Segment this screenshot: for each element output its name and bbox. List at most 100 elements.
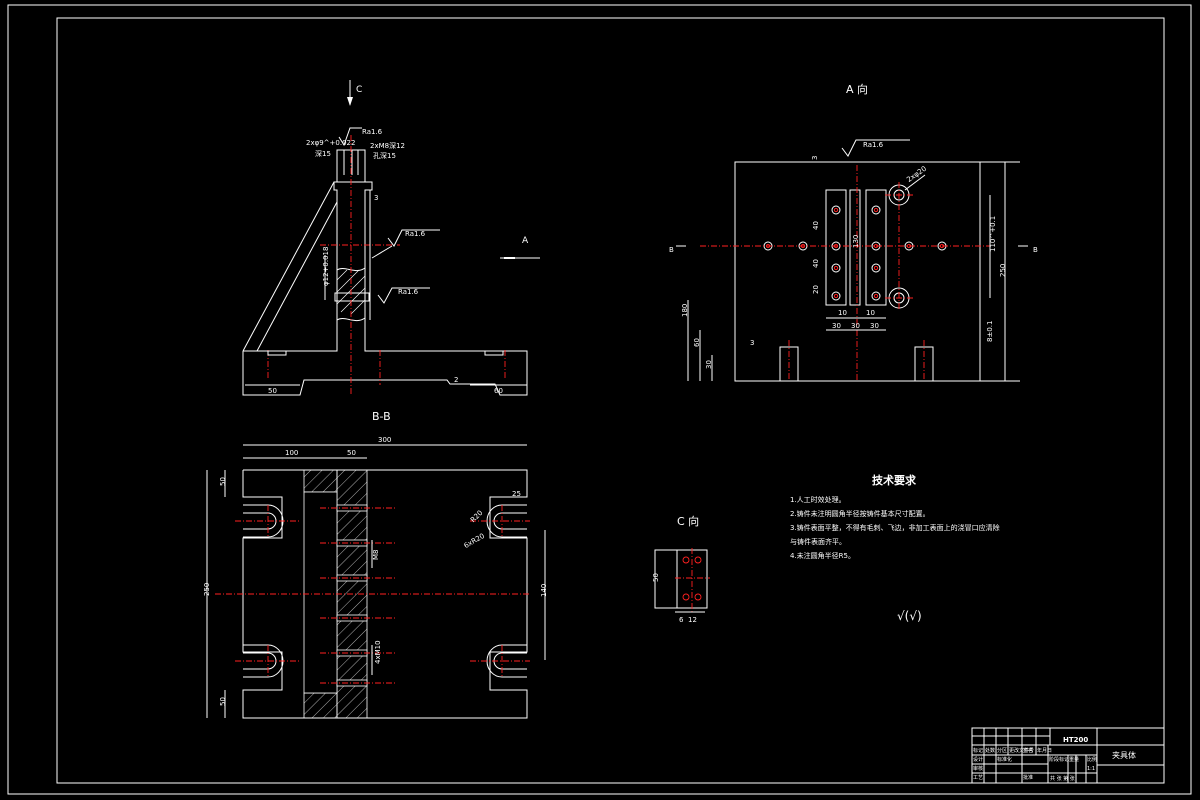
note-top: 2xφ9^+0.022 [306,139,355,147]
a-view-hole-center [873,207,879,213]
tb-c16: 共 张 第 张 [1050,775,1075,782]
tb-name: 夹具体 [1112,750,1136,760]
a-view-hole-center [833,265,839,271]
dim-140: 140 [540,584,548,597]
dim-50: 50 [347,449,356,457]
dim-60: 60 [693,338,701,347]
tb-c10: 工艺 [973,775,983,781]
dim-8: 8±0.1 [986,321,994,342]
tb-c2: 处数 [985,747,995,754]
dim-30: 30 [705,360,713,369]
tech-item-3: 3.铸件表面平整，不得有毛刺、飞边，非加工表面上的浇冒口应清除 [790,523,1000,532]
c-dim-6: 6 [679,616,684,624]
a-view-hole [831,205,841,215]
bb-slot [336,539,368,547]
dim-3-top: 3 [811,156,819,160]
a-view-hole [871,291,881,301]
c-view: C 向 50 6 12 [652,514,710,624]
tb-c8: 标准化 [997,756,1012,763]
rough-symbol: √(√) [897,609,922,623]
tb-c6: 年月日 [1037,747,1052,754]
a-view-hole [831,263,841,273]
dim-50b: 50 [219,697,227,706]
dim-30a: 30 [832,322,841,330]
dim-30b: 30 [851,322,860,330]
dim-40a: 40 [812,221,820,230]
a-view-hole-center [873,293,879,299]
tech-title: 技术要求 [872,473,917,487]
note-depth2: 孔深15 [373,151,396,160]
dim-20: 20 [812,285,820,294]
a-view-hole-center [873,265,879,271]
bb-view: B-B 300 100 [203,410,548,719]
dim-30c: 30 [870,322,879,330]
note-depth1: 深15 [315,149,331,158]
dim-3: 3 [374,194,378,202]
bb-slot [336,504,368,512]
a-view-hole [871,263,881,273]
ra-3: Ra1.6 [398,288,419,296]
ra-2: Ra1.6 [405,230,426,238]
tech-requirements: 技术要求 1.人工时效处理。 2.铸件未注明圆角半径按铸件基本尺寸配置。 3.铸… [790,473,1000,623]
dim-250: 250 [203,583,211,596]
tb-c12: 阶段标记 [1049,756,1069,763]
a-view: A 向 2xφ20 B B Ra1.6 [669,82,1038,382]
b-right: B [1033,246,1038,254]
dim-50: 50 [268,387,277,395]
bb-title: B-B [372,410,391,423]
tb-material: HT200 [1063,736,1088,744]
a-view-hole [871,205,881,215]
dim-110: 110^+0.1 [989,216,997,252]
title-block: HT200 夹具体 标记 处数 分区 更改文件号 签名 年月日 设计 标准化 审… [971,727,1165,784]
tb-c9: 审核 [973,765,983,772]
tb-c1: 标记 [973,747,983,754]
dim-40b: 40 [812,259,820,268]
bb-slot [336,649,368,657]
tech-item-5: 4.未注圆角半径R5。 [790,551,855,560]
dim-100: 100 [285,449,298,457]
a-view-hole-center [833,207,839,213]
tb-c5: 签名 [1023,747,1033,754]
bb-slot [336,679,368,687]
dim-60: 60 [494,387,503,395]
a-view-hole [831,291,841,301]
front-view: C 50 6 [242,80,540,396]
dim-10b: 10 [866,309,875,317]
dim-50l: 50 [219,477,227,486]
tb-c7: 设计 [973,756,983,763]
bb-slot [336,614,368,622]
c-view-title: C 向 [677,514,699,528]
dim-3-a: 3 [750,339,754,347]
dim-phi12: φ12+0.018 [322,247,330,286]
m8: M8 [372,550,380,561]
tb-c14: 比例 [1087,756,1097,763]
ra-1: Ra1.6 [362,128,383,136]
c-dim-12: 12 [688,616,697,624]
a-view-title: A 向 [846,82,868,96]
dim-180: 180 [681,304,689,317]
bb-slot [336,574,368,582]
c-dim-50: 50 [652,573,660,582]
tb-c3: 分区 [997,747,1007,754]
tb-c13: 重量 [1069,756,1079,763]
dim-10a: 10 [838,309,847,317]
tech-item-4: 与铸件表面齐平。 [790,537,846,546]
tb-c11: 批准 [1023,774,1033,781]
dim-25: 25 [512,490,521,498]
ra-4: Ra1.6 [863,141,884,149]
tech-item-2: 2.铸件未注明圆角半径按铸件基本尺寸配置。 [790,509,930,518]
tb-c15: 1:1 [1087,766,1095,772]
tb-c4: 更改文件号 [1009,747,1034,754]
dim-2: 2 [454,376,458,384]
a-view-hole-center [833,293,839,299]
outer-frame [7,4,1192,795]
note-thread: 2xM8深12 [370,141,405,150]
r-note: 6xR20 [463,532,486,550]
dim-130: 130 [852,235,860,248]
dim-300: 300 [378,436,391,444]
b-left: B [669,246,674,254]
inner-frame [56,17,1165,784]
c-arrow-label: C [356,85,362,95]
a-label: A [522,236,529,246]
